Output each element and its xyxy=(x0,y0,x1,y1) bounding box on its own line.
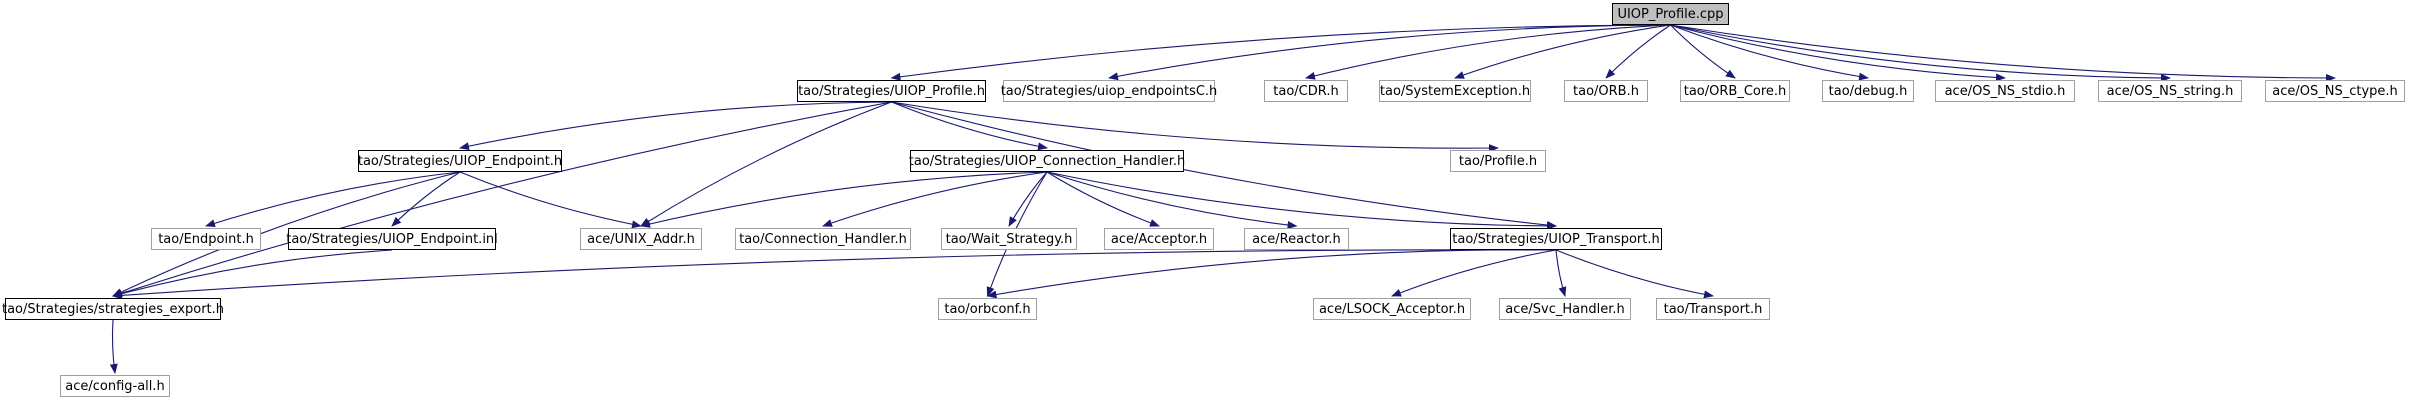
graph-edge xyxy=(112,101,892,298)
graph-node-tao-strategies-uiop-endpoint-h[interactable]: tao/Strategies/UIOP_Endpoint.h xyxy=(358,150,562,172)
graph-edge xyxy=(1605,24,1671,79)
graph-edge xyxy=(1046,171,1298,229)
graph-node-ace-unix-addr-h[interactable]: ace/UNIX_Addr.h xyxy=(580,228,702,250)
graph-edge xyxy=(1670,24,1736,79)
graph-edge xyxy=(1670,24,2171,82)
graph-edge xyxy=(205,171,461,228)
graph-node-tao-orb-h[interactable]: tao/ORB.h xyxy=(1564,80,1648,102)
graph-node-tao-strategies-uiop-endpoint-inl[interactable]: tao/Strategies/UIOP_Endpoint.inl xyxy=(286,228,498,250)
graph-node-tao-profile-h[interactable]: tao/Profile.h xyxy=(1450,150,1546,172)
graph-edge xyxy=(890,24,1671,81)
graph-edge xyxy=(1670,24,2006,82)
graph-edge xyxy=(1391,249,1557,297)
graph-node-uiop-profile-cpp[interactable]: UIOP_Profile.cpp xyxy=(1612,3,1729,25)
graph-edge xyxy=(891,101,1048,151)
graph-node-ace-os-ns-string-h[interactable]: ace/OS_NS_string.h xyxy=(2098,80,2242,102)
graph-node-ace-svc-handler-h[interactable]: ace/Svc_Handler.h xyxy=(1499,298,1631,320)
graph-node-ace-os-ns-ctype-h[interactable]: ace/OS_NS_ctype.h xyxy=(2265,80,2405,102)
graph-node-ace-acceptor-h[interactable]: ace/Acceptor.h xyxy=(1104,228,1214,250)
graph-node-tao-transport-h[interactable]: tao/Transport.h xyxy=(1656,298,1770,320)
graph-edge xyxy=(1008,171,1048,227)
graph-node-ace-reactor-h[interactable]: ace/Reactor.h xyxy=(1244,228,1349,250)
graph-node-ace-os-ns-stdio-h[interactable]: ace/OS_NS_stdio.h xyxy=(1935,80,2075,102)
graph-edge xyxy=(891,101,1499,153)
graph-node-tao-orbconf-h[interactable]: tao/orbconf.h xyxy=(938,298,1037,320)
graph-node-tao-strategies-uiop-connection-handler-h[interactable]: tao/Strategies/UIOP_Connection_Handler.h xyxy=(909,150,1185,172)
graph-edge xyxy=(822,171,1048,227)
graph-edge xyxy=(640,101,892,227)
graph-edge xyxy=(1046,171,1160,227)
graph-edge xyxy=(109,319,118,374)
graph-node-tao-strategies-uiop-profile-h[interactable]: tao/Strategies/UIOP_Profile.h xyxy=(797,80,986,102)
graph-edge xyxy=(1555,249,1714,299)
graph-node-tao-cdr-h[interactable]: tao/CDR.h xyxy=(1264,80,1348,102)
graph-edge xyxy=(112,249,1557,300)
graph-edge xyxy=(1670,24,1869,81)
graph-node-tao-orb-core-h[interactable]: tao/ORB_Core.h xyxy=(1680,80,1790,102)
graph-edge xyxy=(391,171,461,227)
graph-edge xyxy=(1046,171,1557,230)
graph-node-tao-strategies-uiop-transport-h[interactable]: tao/Strategies/UIOP_Transport.h xyxy=(1450,228,1662,250)
graph-edge xyxy=(459,101,892,151)
graph-edge xyxy=(459,171,642,229)
graph-edge xyxy=(1108,24,1671,81)
graph-node-tao-wait-strategy-h[interactable]: tao/Wait_Strategy.h xyxy=(941,228,1077,250)
graph-node-tao-connection-handler-h[interactable]: tao/Connection_Handler.h xyxy=(735,228,911,250)
graph-edge xyxy=(986,249,1557,299)
graph-node-tao-strategies-uiop-endpointsc-h[interactable]: tao/Strategies/uiop_endpointsC.h xyxy=(1001,80,1217,102)
graph-node-tao-systemexception-h[interactable]: tao/SystemException.h xyxy=(1379,80,1531,102)
graph-edge xyxy=(640,171,1048,228)
graph-edge xyxy=(1555,249,1567,297)
graph-edge xyxy=(1670,24,2336,82)
graph-node-ace-lsock-acceptor-h[interactable]: ace/LSOCK_Acceptor.h xyxy=(1313,298,1471,320)
graph-edge xyxy=(112,249,393,298)
graph-node-ace-config-all-h[interactable]: ace/config-all.h xyxy=(60,375,170,397)
graph-node-tao-debug-h[interactable]: tao/debug.h xyxy=(1822,80,1914,102)
graph-node-tao-strategies-strategies-export-h[interactable]: tao/Strategies/strategies_export.h xyxy=(2,298,224,320)
graph-edge xyxy=(1305,24,1671,80)
graph-node-tao-endpoint-h[interactable]: tao/Endpoint.h xyxy=(151,228,261,250)
graph-edge xyxy=(1454,24,1671,79)
